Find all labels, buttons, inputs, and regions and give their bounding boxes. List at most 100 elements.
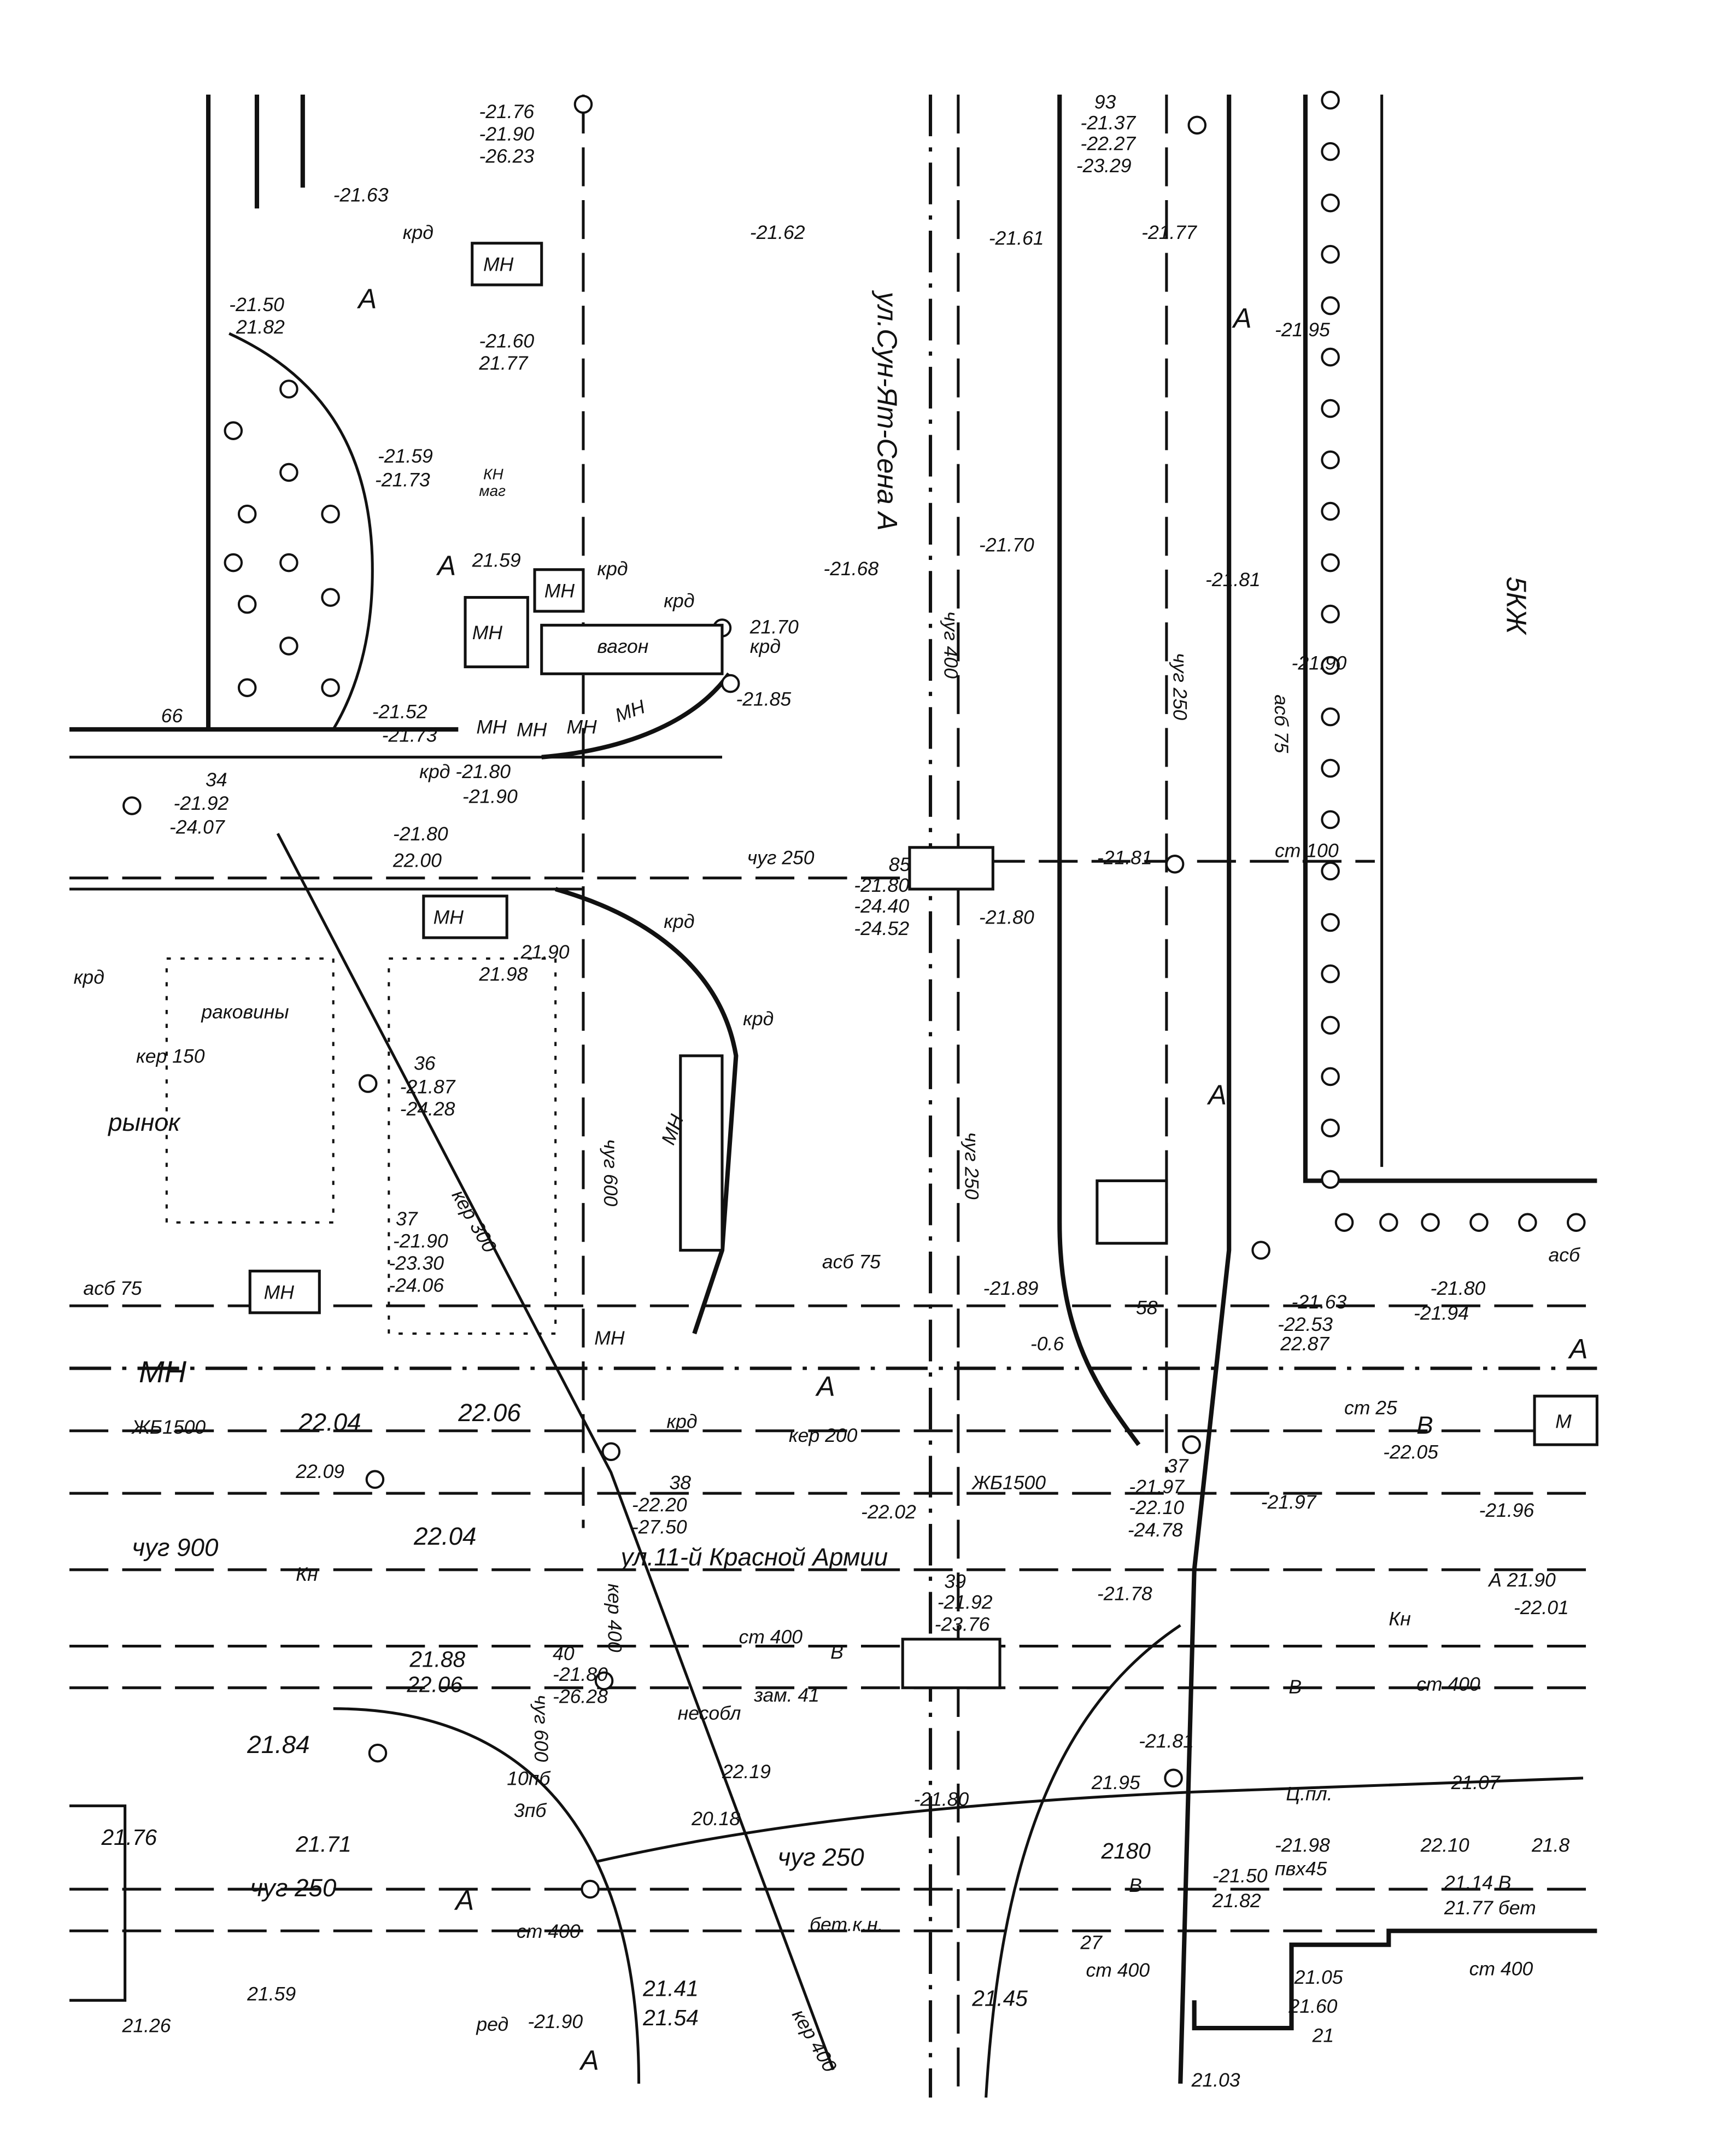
map-label: 27 <box>1080 1931 1103 1953</box>
map-label: 21.05 <box>1294 1966 1343 1988</box>
map-label: -24.52 <box>854 918 909 939</box>
kiosk-mn <box>533 568 585 613</box>
manhole-icon <box>1321 142 1340 161</box>
manhole-icon <box>321 678 340 697</box>
map-label: -21.37 <box>1080 112 1136 133</box>
manhole-icon <box>365 1470 385 1489</box>
map-label: -21.73 <box>375 469 430 490</box>
manhole-icon <box>1469 1213 1489 1232</box>
map-label: кер 200 <box>789 1424 858 1446</box>
map-label: чуг 250 <box>250 1874 337 1902</box>
manhole-icon <box>237 504 257 524</box>
street-name-11th-red-army: ул.11-й Красной Армии <box>619 1543 888 1571</box>
map-label: 22.19 <box>722 1761 771 1783</box>
curb-curve-southeast <box>985 1624 1181 2098</box>
map-label: -26.23 <box>479 145 534 167</box>
manhole-icon <box>573 95 593 114</box>
map-label: -21.80 <box>393 823 448 845</box>
manhole-icon <box>279 379 298 399</box>
map-label: чуг 600 <box>600 1139 622 1206</box>
map-label: -21.94 <box>1414 1302 1469 1324</box>
map-label: раковины <box>201 1001 289 1023</box>
map-label: асб 75 <box>1270 694 1292 753</box>
manhole-icon <box>224 553 243 572</box>
manhole-icon <box>279 636 298 656</box>
manhole-icon <box>321 504 340 524</box>
manhole-icon <box>1321 244 1340 264</box>
manhole-icon <box>1321 501 1340 521</box>
map-label: -21.70 <box>979 534 1034 556</box>
map-label: -23.76 <box>935 1614 990 1635</box>
map-label: зам. 41 <box>753 1684 819 1706</box>
manhole-icon <box>1321 604 1340 624</box>
map-label: 10пб <box>507 1768 551 1790</box>
valve-chamber <box>901 1638 1001 1690</box>
manhole-icon <box>279 553 298 572</box>
map-label: крд <box>403 221 434 243</box>
map-label: крд <box>743 1008 774 1030</box>
manhole-icon <box>358 1074 378 1093</box>
map-label: 85 <box>889 854 911 875</box>
manhole-icon <box>1321 553 1340 572</box>
map-label: чуг 250 <box>778 1843 865 1871</box>
street-curb-east <box>1178 94 1232 2084</box>
manhole-icon <box>1321 810 1340 829</box>
map-label: 21.98 <box>478 963 528 985</box>
manhole-icon <box>368 1743 388 1763</box>
map-label: 22.06 <box>458 1399 521 1427</box>
map-label: -21.60 <box>479 330 534 352</box>
map-label: МН <box>264 1281 295 1303</box>
map-label: А 21.90 <box>1487 1569 1556 1591</box>
map-label: -21.63 <box>1292 1291 1347 1313</box>
map-label: -22.20 <box>632 1494 687 1516</box>
map-label: ст 400 <box>1469 1958 1533 1980</box>
map-label: А <box>815 1371 835 1402</box>
map-label: ЖБ1500 <box>131 1416 206 1438</box>
map-label: 58 <box>1136 1296 1158 1318</box>
map-label: В <box>1129 1874 1142 1896</box>
manhole-icon <box>1321 758 1340 778</box>
manhole-icon <box>237 678 257 697</box>
map-label: ст 400 <box>739 1626 803 1647</box>
map-label: асб <box>1548 1244 1581 1266</box>
map-label: крд <box>74 966 104 988</box>
map-label: МН <box>594 1327 625 1349</box>
map-label: -24.78 <box>1128 1519 1183 1541</box>
kiosk-mn <box>422 895 508 939</box>
map-label: -22.10 <box>1129 1497 1184 1518</box>
kiosk-mn <box>464 596 529 669</box>
map-label: 21.41 <box>642 1976 699 2001</box>
map-label: 93 <box>1094 91 1116 113</box>
map-label: 21.54 <box>642 2005 699 2030</box>
map-label: -22.05 <box>1383 1441 1438 1463</box>
manholes <box>122 90 1586 1899</box>
chamber-m <box>1533 1394 1598 1446</box>
market-outline <box>165 957 335 1224</box>
map-label: -21.97 <box>1261 1491 1317 1513</box>
kiosk-mn-long <box>679 1054 724 1252</box>
map-label: -27.50 <box>632 1516 687 1538</box>
map-label: -21.76 <box>479 101 534 122</box>
manhole-icon <box>1321 1118 1340 1138</box>
map-label: -24.40 <box>854 895 909 917</box>
manhole-icon <box>1321 1015 1340 1035</box>
map-label: чуг 600 <box>530 1695 552 1762</box>
map-label: МН <box>517 719 547 741</box>
map-label: 21.77 бет <box>1444 1897 1536 1919</box>
map-label: -21.50 <box>1213 1865 1268 1886</box>
map-label: МН <box>434 907 464 928</box>
map-label: -21.92 <box>174 792 229 814</box>
market-outline-2 <box>388 957 557 1335</box>
map-label: 22.04 <box>413 1522 476 1550</box>
map-label: крд -21.80 <box>419 761 511 782</box>
map-label: КН <box>483 466 503 483</box>
map-label: МН <box>483 254 514 276</box>
street-curb-west <box>1057 94 1141 1446</box>
map-label: -24.07 <box>169 816 225 838</box>
map-label: Ц.пл. <box>1286 1783 1332 1804</box>
map-label: -21.90 <box>479 123 534 145</box>
map-label: чуг 900 <box>132 1533 219 1561</box>
map-label: крд <box>664 910 694 932</box>
map-label: крд <box>750 635 781 657</box>
